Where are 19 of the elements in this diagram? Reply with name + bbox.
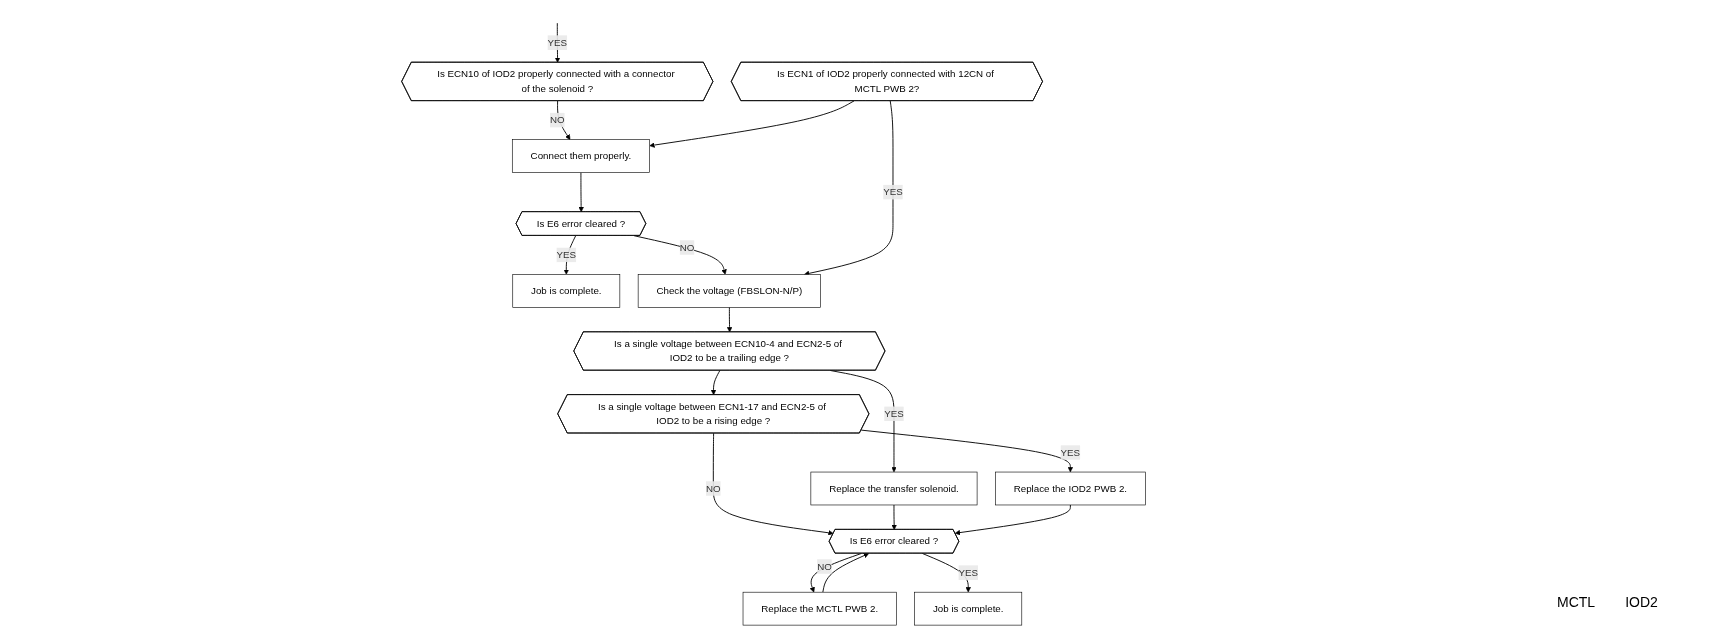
connector-label: MCTL — [1557, 594, 1596, 610]
node-box: Job is complete. — [512, 274, 621, 308]
edge-label: NO — [817, 561, 832, 572]
edge-label: YES — [883, 186, 903, 197]
node-box: Job is complete. — [914, 591, 1023, 626]
edge-label: NO — [706, 483, 721, 494]
node-box: Replace the MCTL PWB 2. — [742, 591, 897, 626]
edge-label: YES — [958, 567, 978, 578]
node-box: Replace the transfer solenoid. — [810, 471, 978, 506]
edge-label: NO — [679, 242, 695, 253]
edge-label: YES — [547, 37, 568, 48]
edge-label: YES — [884, 408, 904, 419]
edge-label: NO — [549, 114, 565, 126]
node-box: Check the voltage (FBSLON-N/P) — [637, 274, 821, 308]
node-box: Connect them properly. — [512, 139, 650, 173]
edge-label: YES — [556, 249, 577, 260]
connector-label: IOD2 — [1625, 594, 1658, 610]
node-box: Replace the IOD2 PWB 2. — [995, 471, 1146, 506]
edge-label: YES — [1060, 447, 1081, 458]
